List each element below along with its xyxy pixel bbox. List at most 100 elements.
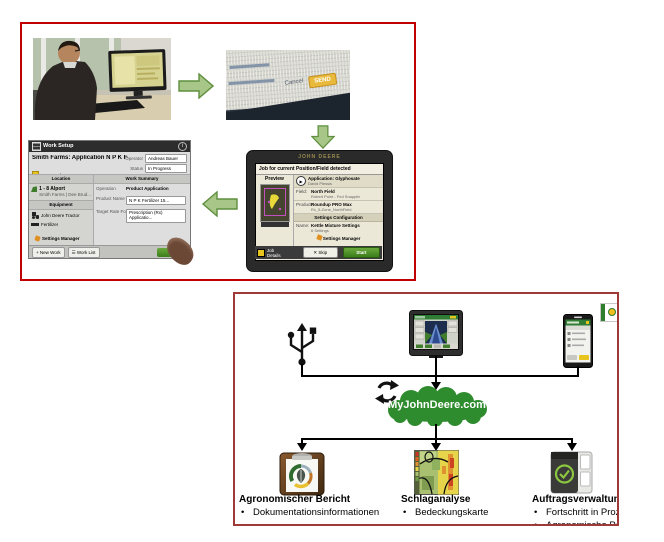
- field-analysis-icon: [414, 450, 459, 495]
- settings-name-row: Name: Kettle Mixture Settings 6 Settings: [294, 222, 383, 234]
- operation-label: Operation: [96, 186, 116, 191]
- operator-label: Operator: [125, 155, 143, 161]
- tractor-icon: [32, 211, 39, 219]
- new-work-label: New Work: [39, 249, 61, 255]
- field-preview-map: [259, 184, 290, 222]
- status-row: Status In Progress: [130, 164, 187, 173]
- output-bullet: Bedeckungskarte: [401, 506, 531, 519]
- operation-value: Product Application: [126, 186, 169, 191]
- analysis-arrowhead: [431, 443, 441, 451]
- report-connector: [301, 438, 303, 444]
- location-column: 1 - 8 Alport Smith Farms | Dee Brud... E…: [29, 184, 94, 245]
- work-setup-title: Work Setup: [43, 143, 74, 150]
- phone-connector: [577, 366, 579, 376]
- work-setup-screen: Work Setup i Smith Farms: Application N …: [28, 140, 199, 269]
- arrow-right-icon: [178, 73, 214, 99]
- ws-settings-manager-label: Settings Manager: [42, 235, 80, 241]
- field-sub: Robert Point - Fed Snapplin: [311, 194, 361, 199]
- field-icon: [31, 186, 38, 192]
- work-setup-app-icon: [32, 142, 41, 151]
- top-bus-line: [301, 375, 579, 377]
- target-rate-field[interactable]: Prescription (Rx) Applicatio...: [126, 208, 186, 223]
- jd-app-icon: [600, 303, 617, 322]
- jd-app-icon-bar: [601, 304, 605, 321]
- skip-label: Skip: [318, 250, 328, 255]
- orders-connector: [571, 438, 573, 444]
- tractor-label: John Deere Tractor: [41, 212, 80, 218]
- output-bullet: Fortschritt in Prozent: [532, 506, 617, 519]
- start-button[interactable]: Start: [342, 247, 380, 258]
- work-list-button[interactable]: ☰ Work List: [67, 246, 100, 258]
- settings-manager-button[interactable]: Settings Manager: [294, 234, 383, 241]
- output-bullet: Dokumentationsinformationen: [239, 506, 414, 519]
- output-title: Auftragsverwaltung: [532, 494, 619, 505]
- sync-icon: [375, 380, 399, 404]
- application-title: Application: Glyphosate: [308, 176, 360, 181]
- product-title: Roundup PRO Max: [311, 202, 352, 207]
- blurred-text-line: [229, 63, 270, 69]
- agronomic-report-block: Agronomischer Bericht Dokumentationsinfo…: [239, 493, 414, 519]
- job-details-button[interactable]: Job Details: [266, 247, 281, 258]
- greenstar-display: JOHN DEERE Job for current Position/Fiel…: [246, 150, 393, 272]
- jd-app-icon-logo: [608, 308, 616, 316]
- output-title: Schlaganalyse: [401, 494, 471, 505]
- location-header: Location: [29, 174, 94, 184]
- job-dialog-title: Job for current Position/Field detected: [256, 164, 383, 175]
- status-field[interactable]: In Progress: [145, 164, 187, 173]
- cloud-label[interactable]: MyJohnDeere.com: [388, 399, 486, 411]
- product-name-row: Product Name N P K Fertilizer 15...: [94, 192, 190, 205]
- display-connector: [435, 356, 437, 384]
- preview-panel: Preview: [256, 175, 294, 246]
- field-item[interactable]: 1 - 8 Alport Smith Farms | Dee Brud...: [29, 184, 93, 198]
- settings-count: 6 Settings: [311, 228, 329, 233]
- field-name: 1 - 8 Alport: [39, 186, 65, 192]
- send-button[interactable]: SEND: [307, 72, 338, 89]
- implement-label: Fertilizer: [41, 221, 59, 227]
- field-sub: Smith Farms | Dee Brud...: [39, 192, 91, 198]
- wrench-icon: [315, 234, 323, 241]
- product-label: Product:: [296, 202, 313, 207]
- status-label: Status: [130, 165, 143, 171]
- usb-connector: [301, 364, 303, 376]
- field-boundary: [263, 188, 286, 216]
- output-bullet: Agronomische Parameter: [532, 519, 617, 524]
- field-shape: [267, 194, 281, 211]
- new-work-button[interactable]: + New Work: [32, 246, 65, 258]
- play-icon: ▶: [296, 176, 306, 186]
- info-icon[interactable]: i: [178, 142, 187, 151]
- product-name-label: Product Name: [96, 195, 125, 201]
- plus-icon: +: [36, 249, 39, 255]
- settings-name: Kettle Mixture Settings: [311, 223, 360, 228]
- job-title: Smith Farms: Application N P K Fertili..…: [32, 155, 128, 161]
- implement-item[interactable]: Fertilizer: [29, 219, 93, 228]
- cancel-link[interactable]: Cancel: [284, 78, 304, 87]
- application-sub: David Plessis: [308, 181, 333, 186]
- operator-field[interactable]: Andreas Bauer: [145, 154, 187, 163]
- office-photo-art: [33, 38, 171, 120]
- operation-row: Operation Product Application: [94, 184, 190, 192]
- orders-arrowhead: [567, 443, 577, 451]
- ws-settings-manager-button[interactable]: Settings Manager: [29, 228, 93, 242]
- work-setup-titlebar: Work Setup i: [29, 141, 190, 152]
- field-label: Field:: [296, 189, 308, 194]
- preview-label: Preview: [265, 176, 284, 182]
- workflow-panel: Cancel SEND JOHN DEERE Job for current P…: [20, 22, 416, 281]
- analysis-connector: [435, 438, 437, 444]
- operator-row: Operator Andreas Bauer: [125, 154, 187, 163]
- product-name-field[interactable]: N P K Fertilizer 15...: [126, 195, 186, 205]
- list-icon: ☰: [71, 249, 76, 255]
- arrow-left-icon: [201, 191, 238, 217]
- settings-config-header: Settings Configuration: [294, 214, 383, 222]
- tractor-item[interactable]: John Deere Tractor: [29, 210, 93, 219]
- output-title: Agronomischer Bericht: [239, 494, 351, 505]
- field-row: Field: North Field Robert Point - Fed Sn…: [294, 188, 383, 201]
- column-headers: Location Work Summary: [29, 174, 190, 184]
- settings-manager-label: Settings Manager: [322, 236, 361, 241]
- wrench-icon: [34, 235, 41, 242]
- equipment-header: Equipment: [29, 199, 93, 210]
- usb-icon: [287, 323, 317, 366]
- field-analysis-block: Schlaganalyse Bedeckungskarte: [401, 493, 531, 519]
- cloud-out-connector: [435, 424, 437, 439]
- skip-button[interactable]: ✕ Skip: [302, 247, 338, 258]
